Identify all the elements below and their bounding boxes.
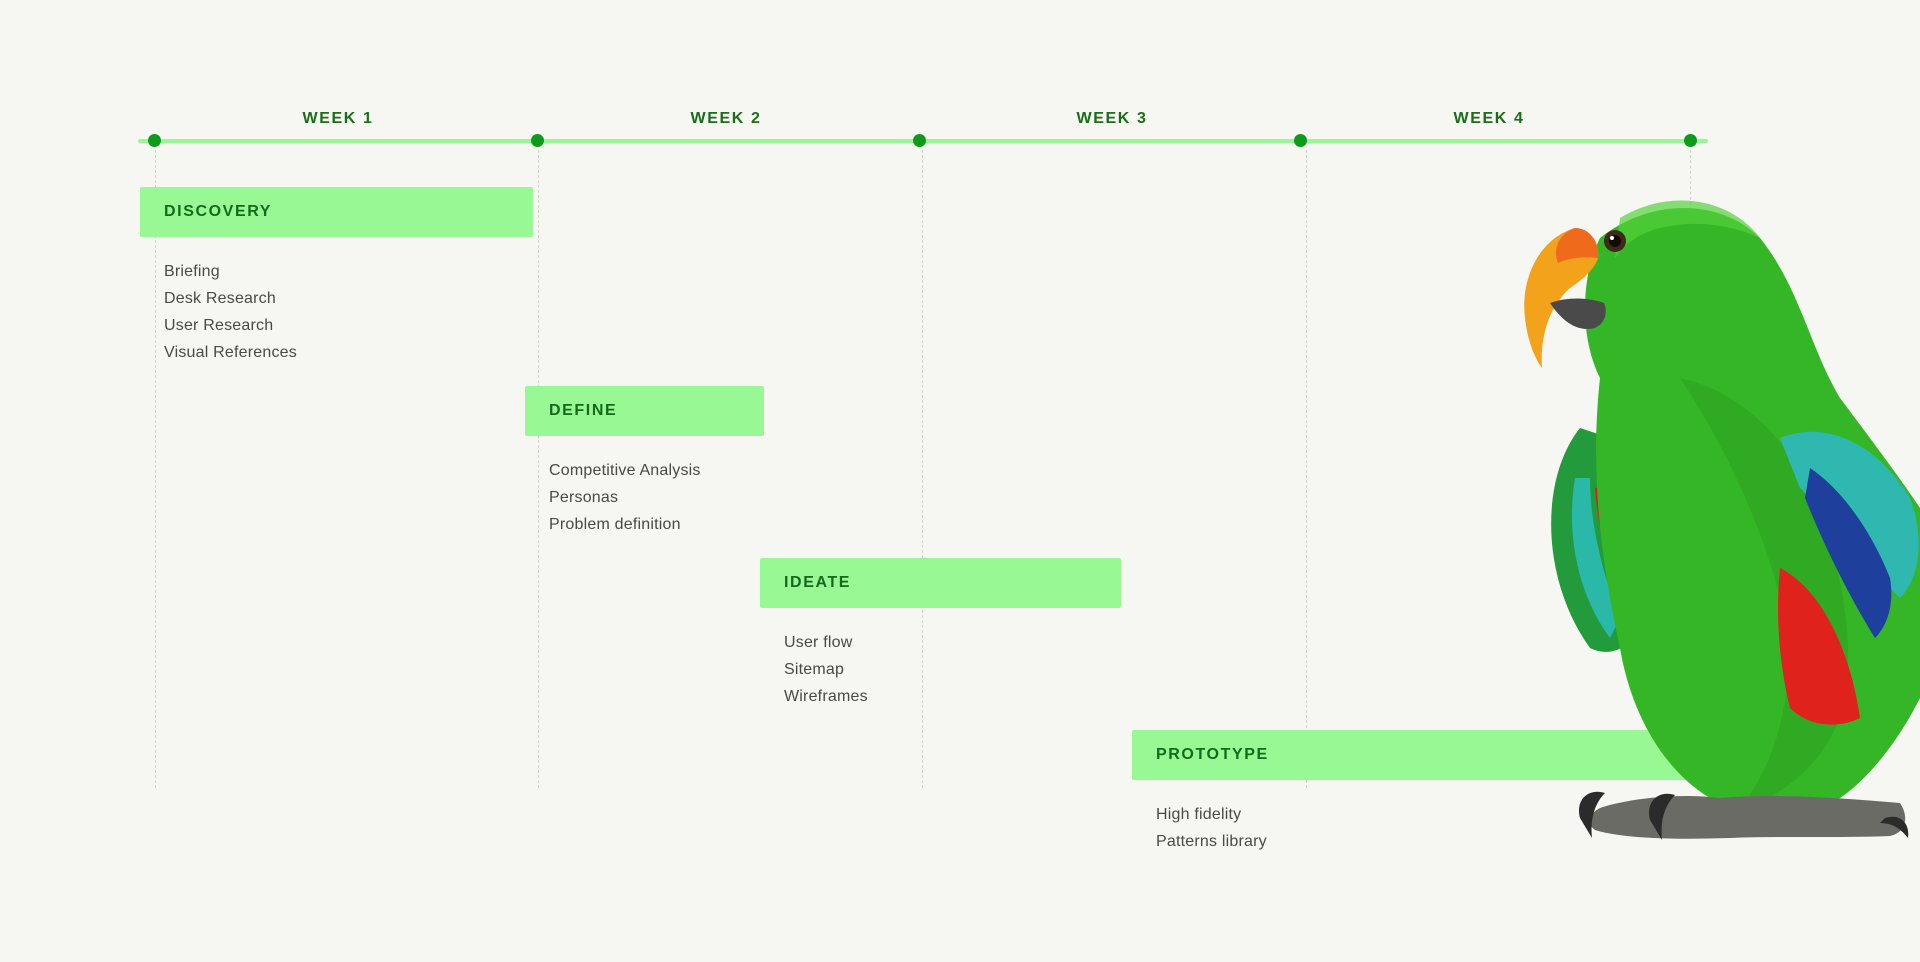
list-item: Competitive Analysis xyxy=(549,462,701,479)
week-label-2: WEEK 2 xyxy=(690,110,762,127)
list-item: Desk Research xyxy=(164,290,276,307)
phase-title: DISCOVERY xyxy=(164,203,273,220)
phase-title: DEFINE xyxy=(549,402,618,419)
week-guide xyxy=(922,150,923,788)
list-item: User Research xyxy=(164,317,274,334)
timeline-dot xyxy=(531,134,544,147)
list-item: Patterns library xyxy=(1156,833,1267,850)
list-item: Problem definition xyxy=(549,516,681,533)
task-list-define: Competitive Analysis Personas Problem de… xyxy=(549,457,701,538)
timeline-dot xyxy=(913,134,926,147)
week-guide xyxy=(538,150,539,788)
parrot-illustration xyxy=(1524,200,1920,840)
timeline-dot xyxy=(1294,134,1307,147)
phase-title: IDEATE xyxy=(784,574,852,591)
list-item: Wireframes xyxy=(784,688,868,705)
task-list-ideate: User flow Sitemap Wireframes xyxy=(784,629,868,710)
week-guide xyxy=(155,150,156,788)
week-label-4: WEEK 4 xyxy=(1453,110,1525,127)
phase-bar-discovery: DISCOVERY xyxy=(140,187,533,237)
phase-bar-ideate: IDEATE xyxy=(760,558,1121,608)
phase-title: PROTOTYPE xyxy=(1156,746,1269,763)
list-item: User flow xyxy=(784,634,853,651)
week-guide xyxy=(1690,150,1691,210)
list-item: High fidelity xyxy=(1156,806,1242,823)
task-list-discovery: Briefing Desk Research User Research Vis… xyxy=(164,258,297,366)
timeline-dot xyxy=(1684,134,1697,147)
week-guide xyxy=(1306,150,1307,788)
week-label-1: WEEK 1 xyxy=(302,110,374,127)
list-item: Personas xyxy=(549,489,619,506)
list-item: Briefing xyxy=(164,263,220,280)
week-label-3: WEEK 3 xyxy=(1076,110,1148,127)
task-list-prototype: High fidelity Patterns library xyxy=(1156,801,1267,855)
list-item: Sitemap xyxy=(784,661,845,678)
timeline-dot xyxy=(148,134,161,147)
list-item: Visual References xyxy=(164,344,297,361)
phase-bar-prototype: PROTOTYPE xyxy=(1132,730,1710,780)
phase-bar-define: DEFINE xyxy=(525,386,764,436)
